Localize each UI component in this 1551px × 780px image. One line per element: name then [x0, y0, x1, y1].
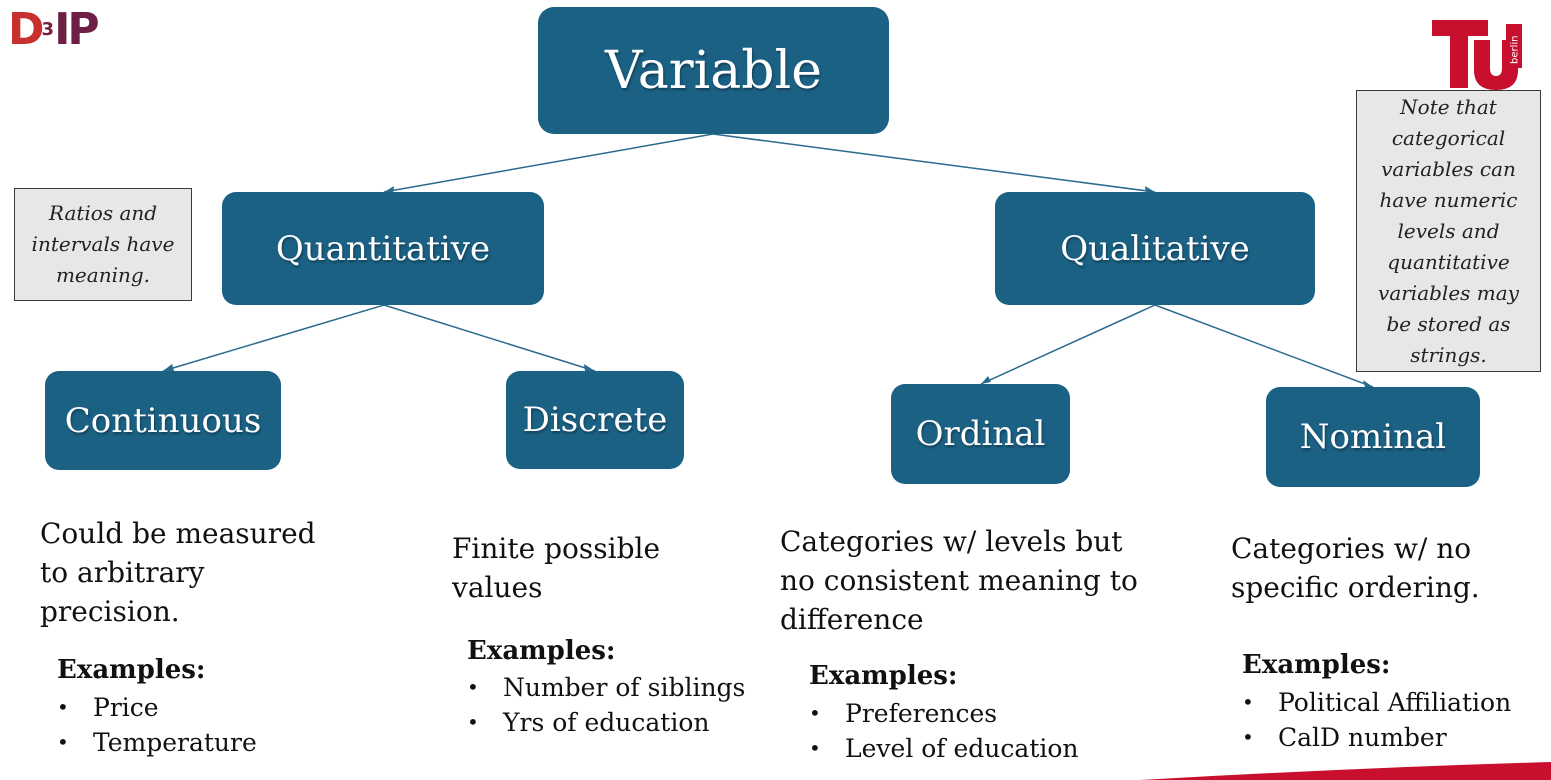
- examples-title-discrete: Examples:: [467, 636, 616, 666]
- edge-qualitative-ordinal: [980, 304, 1156, 385]
- examples-title-nominal: Examples:: [1242, 650, 1391, 680]
- arrowhead-nominal: [1363, 380, 1373, 387]
- node-continuous: Continuous: [45, 371, 281, 470]
- note-ratios-intervals: Ratios and intervals have meaning.: [14, 188, 192, 301]
- examples-list-continuous: Price Temperature: [57, 690, 257, 760]
- examples-list-discrete: Number of siblings Yrs of education: [467, 670, 745, 740]
- tu-berlin-logo: [1432, 20, 1522, 90]
- list-item: CalD number: [1242, 720, 1511, 755]
- edge-variable-qualitative: [712, 133, 1156, 193]
- node-qualitative: Qualitative: [995, 192, 1315, 305]
- note-categorical-numeric: Note that categorical variables can have…: [1356, 90, 1541, 372]
- arrowhead-continuous: [163, 364, 174, 371]
- list-item: Political Affiliation: [1242, 685, 1511, 720]
- node-ordinal: Ordinal: [891, 384, 1070, 484]
- node-quantitative: Quantitative: [222, 192, 544, 305]
- list-item: Temperature: [57, 725, 257, 760]
- dip-logo: D3IP: [8, 4, 100, 55]
- list-item: Level of education: [809, 731, 1079, 766]
- list-item: Preferences: [809, 696, 1079, 731]
- edge-qualitative-nominal: [1154, 304, 1374, 388]
- list-item: Price: [57, 690, 257, 725]
- desc-ordinal: Categories w/ levels but no consistent m…: [780, 525, 1138, 636]
- list-item: Yrs of education: [467, 705, 745, 740]
- list-item: Number of siblings: [467, 670, 745, 705]
- node-variable: Variable: [538, 7, 889, 134]
- arrowhead-discrete: [584, 364, 595, 371]
- desc-discrete: Finite possible values: [452, 532, 661, 604]
- edge-quantitative-discrete: [383, 304, 596, 372]
- examples-title-continuous: Examples:: [57, 655, 206, 685]
- desc-continuous: Could be measured to arbitrary precision…: [40, 517, 316, 628]
- arrowhead-ordinal: [981, 376, 991, 384]
- node-nominal: Nominal: [1266, 387, 1480, 487]
- node-discrete: Discrete: [506, 371, 684, 469]
- edge-variable-quantitative: [383, 133, 714, 193]
- examples-title-ordinal: Examples:: [809, 661, 958, 691]
- examples-list-ordinal: Preferences Level of education: [809, 696, 1079, 766]
- examples-list-nominal: Political Affiliation CalD number: [1242, 685, 1511, 755]
- edge-quantitative-continuous: [162, 304, 385, 372]
- desc-nominal: Categories w/ no specific ordering.: [1231, 532, 1480, 604]
